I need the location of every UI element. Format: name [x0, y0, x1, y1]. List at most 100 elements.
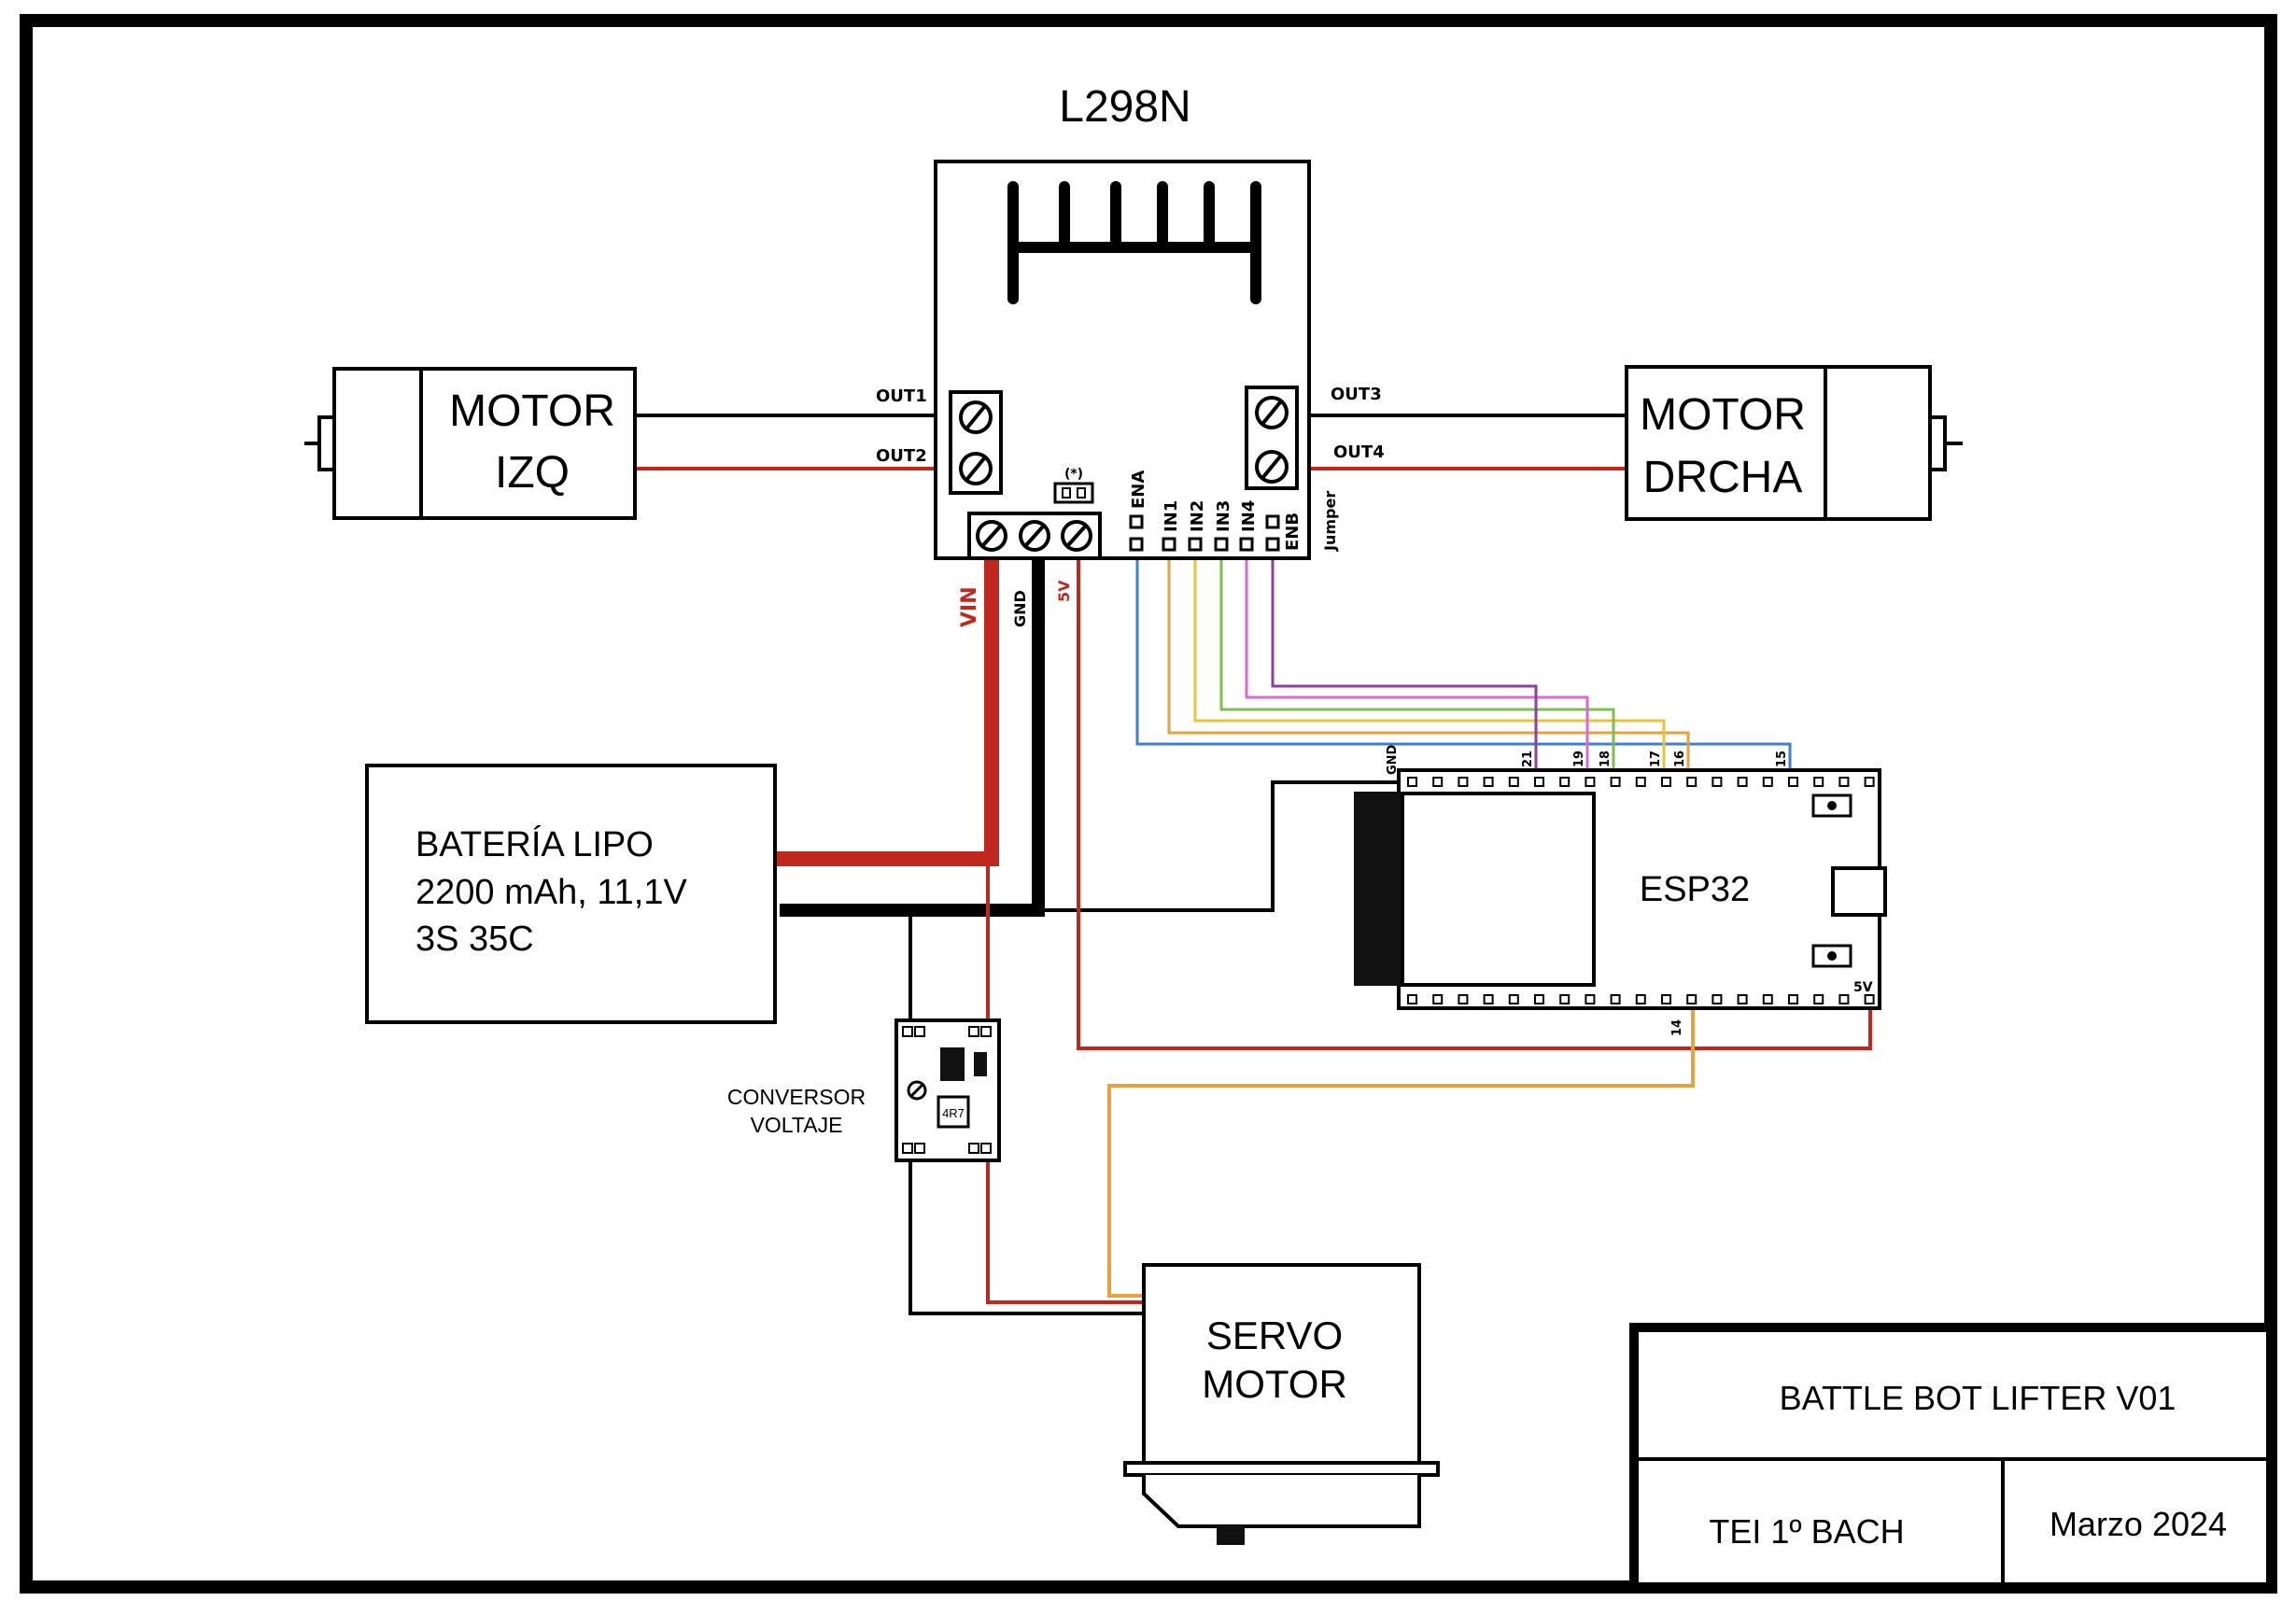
wire-ena: [1135, 543, 1792, 782]
wire-enb: [1271, 543, 1538, 782]
wire-in3: [1219, 543, 1615, 782]
esp32-pin: [1585, 777, 1596, 787]
wire-in2: [1193, 543, 1666, 782]
vin-label: VIN: [958, 586, 981, 627]
motor-left-line1: MOTOR: [449, 386, 615, 436]
jumper-header: [1053, 482, 1094, 504]
esp32-pin: [1559, 777, 1571, 787]
motor-right-shaft: [1928, 415, 1947, 471]
esp32-pin: [1762, 777, 1773, 787]
esp32-pin: [1813, 994, 1824, 1004]
esp32-pin: [1559, 994, 1571, 1004]
esp32-pin: [1432, 777, 1444, 787]
esp32-pin: [1407, 777, 1417, 787]
esp32-antenna: [1354, 792, 1402, 986]
jumper-mark: (*): [1064, 467, 1083, 482]
esp32-pin: [1458, 777, 1469, 787]
out4-label: OUT4: [1333, 442, 1385, 462]
esp32-pin: [1635, 777, 1646, 787]
esp32-pin: [1483, 777, 1494, 787]
terminal-power: [967, 512, 1102, 560]
heatsink-icon: [1007, 181, 1261, 304]
battery-line3: 3S 35C: [416, 920, 534, 959]
wire-servo-signal: [1107, 1001, 1695, 1298]
esp32-pin: [1711, 777, 1723, 787]
5v-label: 5V: [1055, 580, 1073, 602]
esp32-pin: [1635, 994, 1646, 1004]
l298n-title: L298N: [1059, 82, 1190, 132]
wire-in4: [1245, 543, 1589, 782]
esp32-pin: [1762, 994, 1773, 1004]
pin-label-in3: IN3: [1214, 500, 1233, 532]
terminal-out3-out4: [1245, 386, 1299, 490]
potentiometer-icon: [907, 1080, 927, 1101]
l298n-driver: [934, 160, 1311, 560]
esp32-pin-18: 18: [1599, 751, 1613, 767]
esp32-pin-5v: 5V: [1853, 980, 1873, 995]
esp32-pin-row-bottom: [1407, 994, 1875, 1004]
drawing-frame: [20, 14, 2277, 1594]
esp32-pin: [1585, 994, 1596, 1004]
project-title: BATTLE BOT LIFTER V01: [1780, 1379, 2176, 1417]
terminal-out1-out2: [949, 390, 1003, 495]
date-label: Marzo 2024: [2049, 1505, 2227, 1543]
esp32-pin-19: 19: [1572, 751, 1586, 767]
esp32-pin: [1813, 777, 1824, 787]
servo-gear-icon: [1217, 1526, 1245, 1545]
jumper-label: Jumper: [1321, 491, 1339, 552]
esp32-pin-15: 15: [1775, 751, 1789, 767]
battery-line2: 2200 mAh, 11,1V: [416, 873, 687, 912]
converter-line2: VOLTAJE: [751, 1113, 843, 1137]
esp32-pin: [1508, 994, 1519, 1004]
title-block: [1629, 1323, 2275, 1592]
esp32-pin-14: 14: [1670, 1019, 1684, 1036]
course-label: TEI 1º BACH: [1709, 1512, 1904, 1551]
esp32-pin: [1838, 994, 1850, 1004]
l298n-board: [934, 160, 1311, 560]
converter-inductor: [940, 1047, 965, 1081]
esp32-module: [1401, 792, 1596, 987]
esp32-pin: [1686, 994, 1697, 1004]
converter-line1: CONVERSOR: [727, 1085, 866, 1109]
esp32-pin: [1686, 777, 1697, 787]
esp32-pin-16: 16: [1673, 751, 1687, 767]
battery-box: [365, 764, 777, 1024]
out3-label: OUT3: [1331, 385, 1382, 404]
esp32-pin: [1610, 777, 1621, 787]
motor-right-line1: MOTOR: [1640, 390, 1806, 440]
motor-left-shaft: [317, 415, 336, 471]
esp32-pin: [1458, 994, 1469, 1004]
control-pin-header: [1129, 514, 1280, 552]
esp32-pin: [1864, 777, 1875, 787]
esp32-pin: [1661, 994, 1671, 1004]
motor-left: [304, 367, 637, 520]
esp32-pin: [1407, 994, 1417, 1004]
esp32-pin-21: 21: [1521, 751, 1535, 767]
esp32-pin: [1788, 994, 1798, 1004]
esp32-pin: [1483, 994, 1494, 1004]
esp32-board: [1354, 768, 1887, 1010]
esp32-pin: [1610, 994, 1621, 1004]
wire-converter-servo: [986, 1162, 1144, 1304]
esp32-title: ESP32: [1640, 870, 1750, 909]
servo-motor: [1123, 1263, 1440, 1545]
pin-label-in2: IN2: [1188, 500, 1207, 532]
wire-gnd-esp32: [1038, 780, 1410, 912]
esp32-pin: [1737, 777, 1748, 787]
button-boot-icon: [1811, 793, 1852, 818]
pin-label-enb: ENB: [1283, 513, 1303, 551]
pin-label-ena: ENA: [1129, 470, 1148, 509]
esp32-pin: [1534, 994, 1544, 1004]
pin-label-in1: IN1: [1162, 500, 1181, 532]
esp32-pin: [1711, 994, 1723, 1004]
wire-5v: [1077, 546, 1872, 1050]
converter-chip-label: 4R7: [942, 1106, 965, 1120]
voltage-converter: [894, 1018, 1001, 1162]
button-reset-icon: [1811, 944, 1852, 968]
esp32-pin: [1838, 777, 1850, 787]
motor-right: [1625, 365, 1963, 521]
wire-in1: [1167, 543, 1690, 782]
out2-label: OUT2: [876, 446, 927, 466]
esp32-gnd-label: GND: [1386, 744, 1400, 775]
servo-line2: MOTOR: [1202, 1362, 1347, 1406]
